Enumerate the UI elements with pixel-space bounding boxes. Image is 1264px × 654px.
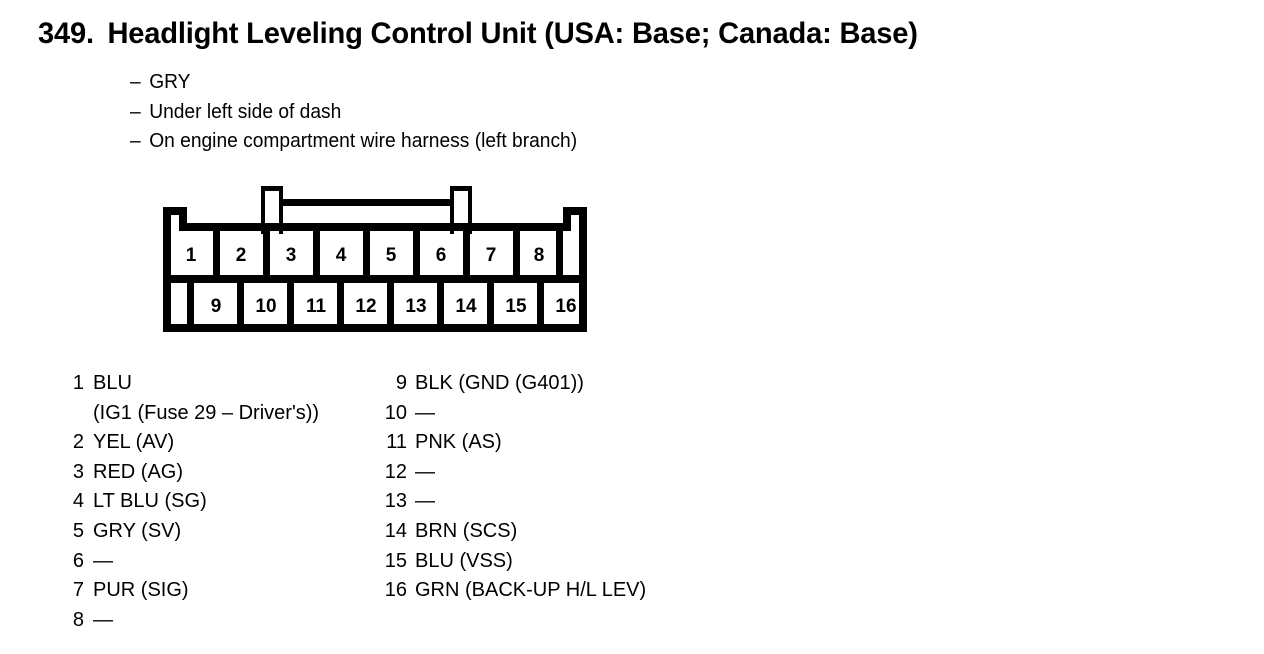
pin-number-16: 16 [555, 296, 576, 317]
page-title: 349. Headlight Leveling Control Unit (USA… [38, 17, 918, 51]
top-row-pin-numbers: 1 2 3 4 5 6 7 8 [186, 245, 545, 266]
pin-index: 16 [384, 579, 407, 602]
pin-label: BLK (GND (G401)) [415, 372, 584, 394]
pin-number-8: 8 [534, 245, 545, 266]
pin-number-9: 9 [211, 296, 222, 317]
pin-number-5: 5 [386, 245, 397, 266]
pin-row: 1 BLU [56, 372, 319, 402]
pin-row: 11 PNK (AS) [376, 431, 646, 461]
pin-row: 14 BRN (SCS) [376, 520, 646, 550]
pin-list-right: 9 BLK (GND (G401)) 10 — 11 PNK (AS) 12 —… [376, 372, 646, 609]
pin-row: 13 — [376, 490, 646, 520]
pin-row: 15 BLU (VSS) [376, 550, 646, 580]
notes-list: –GRY –Under left side of dash –On engine… [130, 68, 596, 157]
pin-number-14: 14 [455, 296, 477, 317]
pin-number-10: 10 [255, 296, 276, 317]
dash-bullet-icon: – [130, 130, 141, 152]
top-row-dividers [213, 231, 563, 275]
pin-index: 8 [72, 608, 84, 631]
pin-index: 10 [384, 401, 407, 424]
note-text: On engine compartment wire harness (left… [149, 130, 578, 152]
connector-diagram: 1 2 3 4 5 6 7 8 9 10 11 12 13 14 15 16 [155, 186, 605, 338]
pin-number-15: 15 [505, 296, 527, 317]
note-item: –Under left side of dash [130, 98, 577, 128]
pin-list-left: 1 BLU 1 (IG1 (Fuse 29 – Driver's)) 2 YEL… [56, 372, 319, 638]
pin-label: PUR (SIG) [93, 579, 189, 602]
note-item: –GRY [130, 68, 577, 98]
pin-label: — [415, 460, 435, 483]
pin-number-13: 13 [405, 296, 426, 317]
pin-index: 3 [72, 460, 84, 483]
pin-index: 9 [395, 372, 407, 394]
pin-number-1: 1 [186, 245, 197, 266]
pin-row: 7 PUR (SIG) [56, 579, 319, 609]
pin-row: 3 RED (AG) [56, 461, 319, 491]
pin-number-4: 4 [336, 245, 347, 266]
pin-label: — [415, 490, 435, 513]
pin-label-continued: (IG1 (Fuse 29 – Driver's)) [93, 401, 320, 424]
note-text: GRY [149, 71, 191, 93]
page-title-number: 349. [38, 17, 94, 50]
connector-outline [163, 207, 587, 332]
dash-bullet-icon: – [130, 100, 141, 123]
pin-label: GRY (SV) [93, 519, 182, 542]
bottom-row-dividers [187, 283, 544, 324]
page-title-text: Headlight Leveling Control Unit (USA: Ba… [107, 17, 918, 50]
pin-row: 2 YEL (AV) [56, 431, 319, 461]
pin-label: — [415, 401, 435, 424]
pin-index: 14 [384, 519, 407, 542]
pin-row: 12 — [376, 461, 646, 491]
pin-row: 9 BLK (GND (G401)) [376, 372, 646, 402]
pin-label: GRN (BACK-UP H/L LEV) [415, 579, 647, 602]
bottom-row-pin-numbers: 9 10 11 12 13 14 15 16 [211, 296, 577, 317]
pin-label: RED (AG) [93, 460, 183, 483]
pin-index: 2 [72, 431, 84, 454]
pin-label: PNK (AS) [415, 431, 502, 454]
pin-index: 4 [72, 490, 84, 513]
pin-row: 16 GRN (BACK-UP H/L LEV) [376, 579, 646, 609]
pin-label: BLU [93, 372, 132, 394]
pin-index: 11 [386, 431, 407, 454]
note-text: Under left side of dash [149, 100, 342, 123]
dash-bullet-icon: – [130, 71, 141, 93]
pin-label: LT BLU (SG) [93, 490, 207, 513]
pin-label: — [93, 608, 113, 631]
pin-label: — [93, 549, 113, 572]
pin-row: 8 — [56, 609, 319, 639]
pin-label: BRN (SCS) [415, 519, 518, 542]
pin-index: 15 [384, 549, 407, 572]
pin-index: 12 [384, 460, 407, 483]
pin-number-12: 12 [355, 296, 376, 317]
pin-row: 6 — [56, 550, 319, 580]
pin-row: 4 LT BLU (SG) [56, 490, 319, 520]
pin-number-6: 6 [436, 245, 447, 266]
pin-label: BLU (VSS) [415, 549, 513, 572]
pin-number-11: 11 [306, 296, 327, 317]
pin-index: 5 [72, 519, 84, 542]
pin-label: YEL (AV) [93, 431, 175, 454]
note-item: –On engine compartment wire harness (lef… [130, 127, 577, 157]
pin-number-2: 2 [236, 245, 247, 266]
pin-index: 1 [72, 372, 84, 394]
pin-row-continuation: 1 (IG1 (Fuse 29 – Driver's)) [56, 402, 319, 432]
pin-index: 6 [72, 549, 84, 572]
pin-row: 10 — [376, 402, 646, 432]
pin-row: 5 GRY (SV) [56, 520, 319, 550]
pin-number-7: 7 [486, 245, 497, 266]
pin-number-3: 3 [286, 245, 297, 266]
pin-index: 7 [72, 579, 84, 602]
pin-index: 13 [384, 490, 407, 513]
